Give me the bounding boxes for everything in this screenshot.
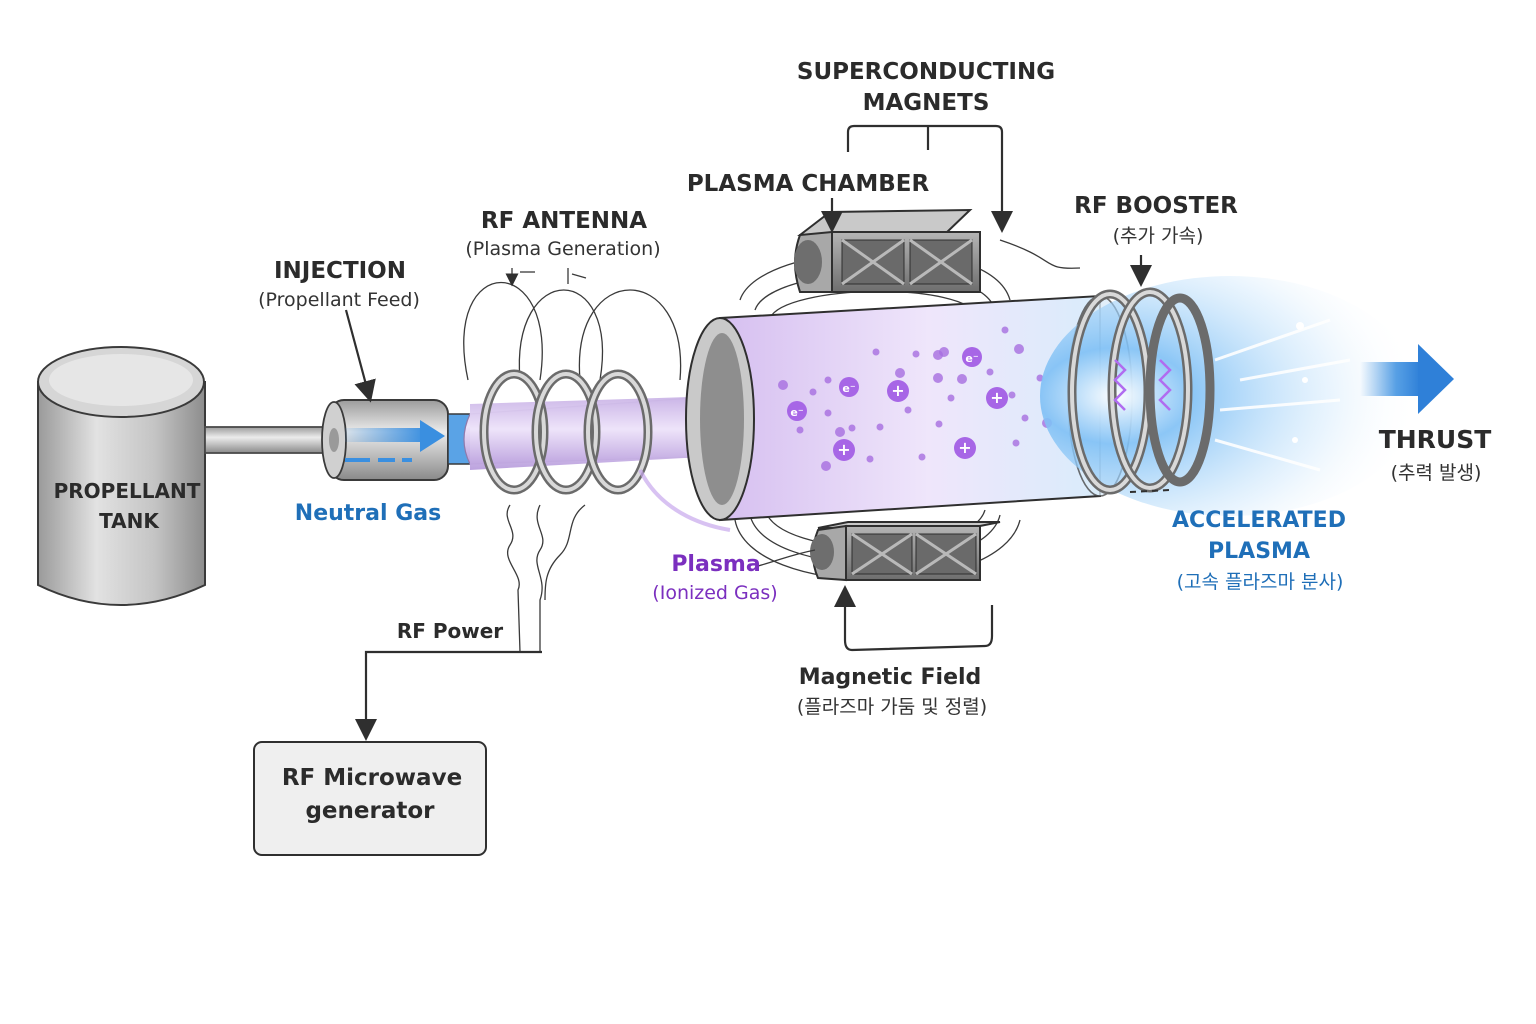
plasma-particle — [935, 420, 943, 428]
plasma-particle — [1001, 326, 1009, 334]
plasma-particle — [872, 348, 880, 356]
plasma-particle — [957, 374, 967, 384]
rf-generator-box[interactable]: RF Microwave generator — [253, 741, 487, 856]
svg-text:+: + — [958, 438, 971, 457]
tank-label-line2: TANK — [99, 509, 160, 533]
plasma-particle — [778, 380, 788, 390]
plasma-particle — [912, 350, 920, 358]
electron-particle: e⁻ — [839, 377, 859, 397]
accelerated-plasma-label-line2: PLASMA — [1208, 539, 1310, 564]
rf-booster-label: RF BOOSTER — [1074, 193, 1238, 219]
propellant-tank: PROPELLANT TANK — [37, 346, 206, 606]
svg-text:e⁻: e⁻ — [965, 352, 978, 365]
plasma-particle — [848, 424, 856, 432]
plasma-particle — [1036, 374, 1044, 382]
ion-particle: + — [887, 380, 909, 402]
plasma-particle — [933, 373, 943, 383]
svg-text:e⁻: e⁻ — [842, 382, 855, 395]
plasma-particle — [796, 426, 804, 434]
electron-particle: e⁻ — [787, 401, 807, 421]
rf-antenna-subtitle: (Plasma Generation) — [465, 238, 660, 260]
plasma-particle — [1008, 391, 1016, 399]
ion-particle: + — [833, 439, 855, 461]
thrust-label: THRUST — [1379, 425, 1492, 454]
magnetic-field-label: Magnetic Field — [799, 665, 982, 690]
accelerated-plasma-subtitle: (고속 플라즈마 분사) — [1177, 571, 1344, 593]
plasma-particle — [986, 368, 994, 376]
plasma-particle — [904, 406, 912, 414]
ion-particle: + — [954, 437, 976, 459]
plasma-chamber-label: PLASMA CHAMBER — [687, 171, 930, 197]
plasma-particle — [866, 455, 874, 463]
magnet-top — [794, 208, 981, 293]
plasma-particle — [824, 409, 832, 417]
magnet-bottom — [810, 521, 1001, 582]
plasma-particle — [809, 388, 817, 396]
thrust-arrow-icon — [1360, 344, 1454, 414]
magnetic-field-bracket — [843, 605, 994, 652]
plasma-subtitle: (Ionized Gas) — [652, 582, 777, 604]
plasma-particles: e⁻ e⁻ e⁻ + + + + — [778, 326, 1052, 471]
electron-particle: e⁻ — [962, 347, 982, 367]
gas-arrowhead-icon — [420, 420, 445, 452]
plasma-particle — [895, 368, 905, 378]
injection-subtitle: (Propellant Feed) — [258, 289, 420, 311]
magnetic-field-subtitle: (플라즈마 가둠 및 정렬) — [797, 696, 987, 718]
rf-antenna-coils — [463, 281, 682, 653]
svg-text:+: + — [990, 388, 1003, 407]
plasma-particle — [876, 423, 884, 431]
plasma-pointer-line — [757, 549, 816, 567]
plasma-particle — [918, 453, 926, 461]
plasma-particle — [835, 427, 845, 437]
plasma-particle — [1014, 344, 1024, 354]
rf-booster-subtitle: (추가 가속) — [1113, 225, 1204, 247]
magnets-bracket — [846, 124, 1013, 233]
injector — [321, 399, 449, 481]
neutral-gas-label: Neutral Gas — [295, 501, 441, 526]
plasma-particle — [821, 461, 831, 471]
rf-power-label: RF Power — [397, 619, 503, 643]
rf-booster-coils — [1067, 287, 1215, 495]
plasma-particle — [824, 376, 832, 384]
rf-generator-label-line1: RF Microwave — [282, 765, 462, 791]
plasma-particle — [1021, 414, 1029, 422]
feed-pipe — [204, 426, 326, 454]
superconducting-magnets-label-line1: SUPERCONDUCTING — [797, 59, 1055, 85]
svg-text:+: + — [837, 440, 850, 459]
tank-label-line1: PROPELLANT — [54, 479, 201, 503]
svg-text:+: + — [891, 381, 904, 400]
rf-antenna-label: RF ANTENNA — [481, 208, 647, 234]
rf-antenna-current-arrows — [505, 268, 587, 287]
injection-pointer-arrow — [344, 309, 376, 403]
plasma-particle — [947, 394, 955, 402]
plasma-label: Plasma — [671, 552, 760, 577]
plasma-particle — [939, 347, 949, 357]
svg-text:e⁻: e⁻ — [790, 406, 803, 419]
rf-generator-label-line2: generator — [305, 798, 435, 824]
rf-power-line — [355, 650, 542, 741]
accelerated-plasma-label-line1: ACCELERATED — [1172, 508, 1346, 533]
neutral-gas-flow-arrow — [345, 428, 425, 442]
superconducting-magnets-label-line2: MAGNETS — [863, 90, 990, 116]
plasma-particle — [1012, 439, 1020, 447]
ion-particle: + — [986, 387, 1008, 409]
injection-label: INJECTION — [274, 258, 406, 284]
thrust-subtitle: (추력 발생) — [1391, 462, 1482, 484]
